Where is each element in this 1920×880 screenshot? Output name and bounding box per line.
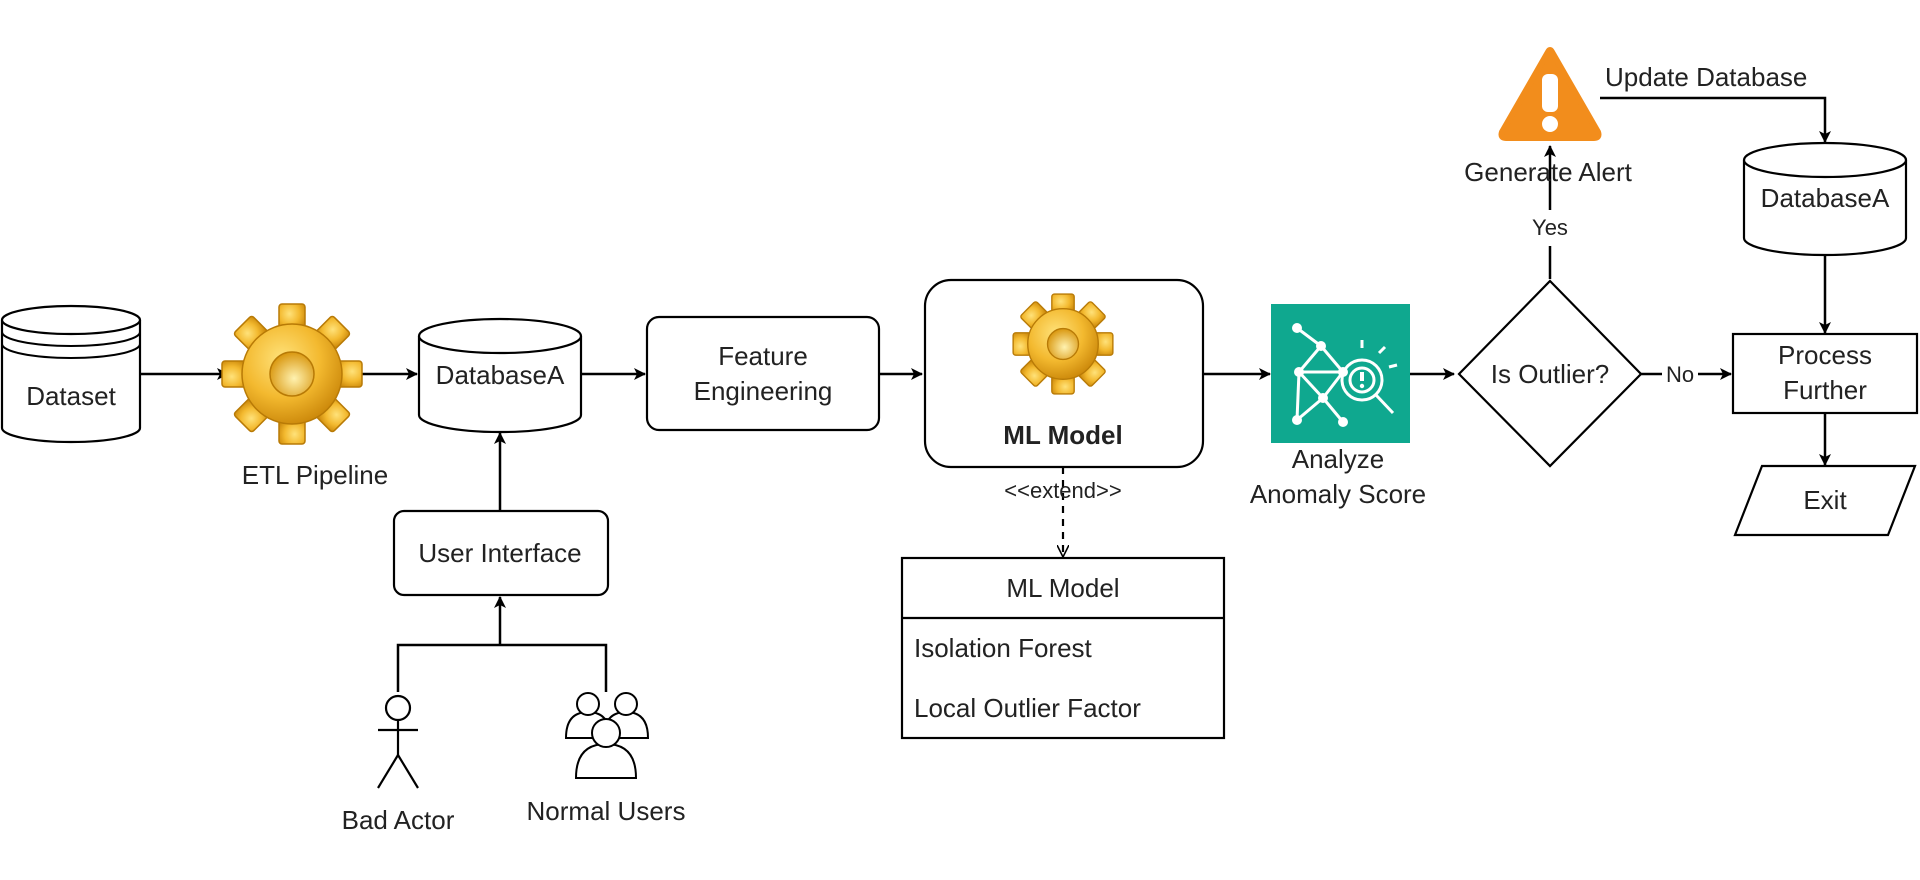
user-interface-label: User Interface	[418, 538, 581, 568]
process-further-node[interactable]: Process Further	[1731, 332, 1919, 415]
analyze-label-line2: Anomaly Score	[1250, 479, 1426, 509]
ml-model-node[interactable]: ML Model	[923, 278, 1205, 469]
generate-alert-node[interactable]: Generate Alert	[1464, 47, 1633, 187]
actor-icon	[377, 694, 419, 789]
exit-node[interactable]: Exit	[1733, 464, 1917, 537]
exit-label: Exit	[1803, 485, 1847, 515]
dataset-node[interactable]: Dataset	[0, 304, 142, 444]
edge-label-no: No	[1666, 362, 1694, 387]
users-group-icon	[564, 692, 650, 779]
database-node[interactable]: DatabaseA	[417, 317, 583, 434]
ml-model-label: ML Model	[1003, 420, 1122, 450]
user-interface-node[interactable]: User Interface	[392, 509, 610, 597]
gear-icon	[221, 303, 363, 445]
normal-users-label: Normal Users	[527, 796, 686, 826]
ml-model-class-title: ML Model	[1006, 573, 1119, 603]
ml-model-class-item: Isolation Forest	[914, 633, 1093, 663]
etl-node[interactable]: ETL Pipeline	[221, 303, 388, 490]
decision-label: Is Outlier?	[1491, 359, 1610, 389]
bad-actor-node[interactable]: Bad Actor	[342, 694, 455, 835]
edge-label-yes: Yes	[1532, 215, 1568, 240]
feature-engineering-label-line2: Engineering	[694, 376, 833, 406]
update-database-label: Update Database	[1605, 62, 1807, 92]
normal-users-node[interactable]: Normal Users	[527, 692, 686, 826]
edge-alert-database	[1600, 96, 1831, 143]
edges	[140, 96, 1831, 692]
process-further-label-line1: Process	[1778, 340, 1872, 370]
feature-engineering-label-line1: Feature	[718, 341, 808, 371]
analyze-label-line1: Analyze	[1292, 444, 1385, 474]
generate-alert-label: Generate Alert	[1464, 157, 1632, 187]
gear-icon	[1012, 293, 1114, 395]
database-alert-node[interactable]: DatabaseA	[1742, 141, 1908, 257]
database-alert-label: DatabaseA	[1761, 183, 1890, 213]
anomaly-network-icon	[1271, 304, 1410, 443]
bad-actor-label: Bad Actor	[342, 805, 455, 835]
feature-engineering-node[interactable]: Feature Engineering	[645, 315, 881, 432]
warning-icon	[1498, 47, 1602, 141]
decision-node[interactable]: Is Outlier?	[1457, 279, 1643, 468]
etl-label: ETL Pipeline	[242, 460, 388, 490]
database-label: DatabaseA	[436, 360, 565, 390]
ml-model-class-node[interactable]: ML Model Isolation Forest Local Outlier …	[900, 556, 1226, 740]
dataset-label: Dataset	[26, 381, 116, 411]
extend-label: <<extend>>	[1004, 478, 1121, 503]
edge-actors-join	[396, 643, 608, 692]
ml-model-class-item: Local Outlier Factor	[914, 693, 1141, 723]
analyze-node[interactable]: Analyze Anomaly Score	[1250, 304, 1426, 509]
process-further-label-line2: Further	[1783, 375, 1867, 405]
